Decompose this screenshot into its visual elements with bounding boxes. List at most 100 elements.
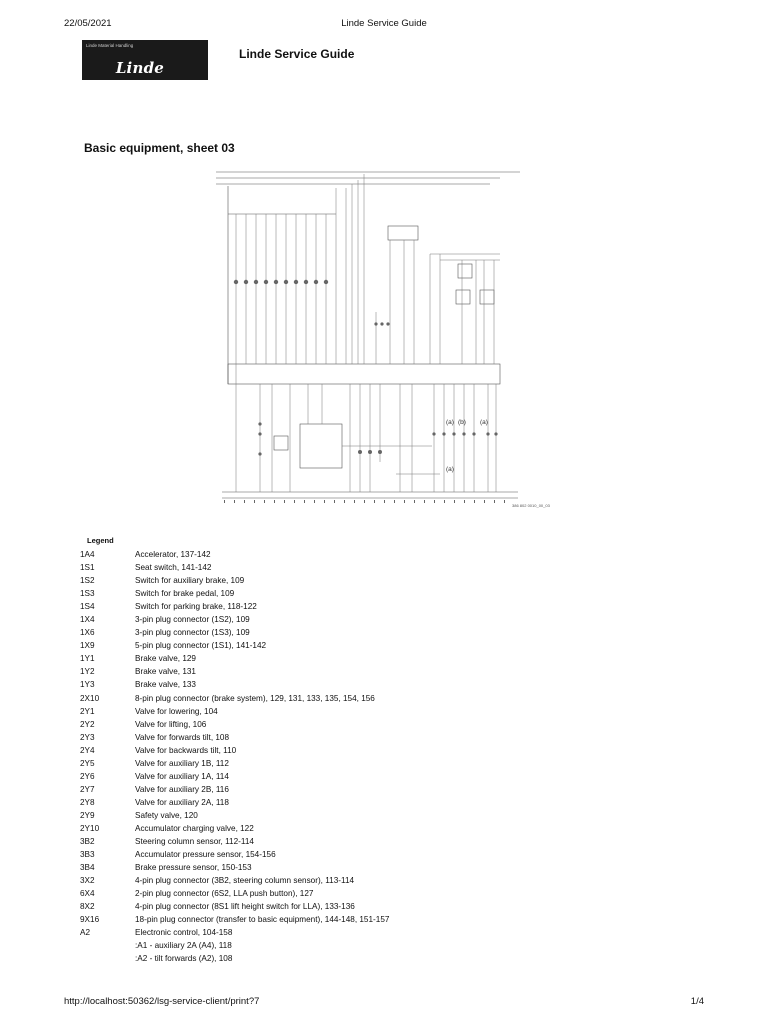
logo-subtitle: Linde Material Handling xyxy=(86,43,134,48)
legend-item: 1X4 3-pin plug connector (1S2), 109 xyxy=(80,614,600,627)
legend-description: Valve for auxiliary 1B, 112 xyxy=(135,758,229,768)
schematic-label-a3: (a) xyxy=(446,466,454,473)
legend-item: 2Y5 Valve for auxiliary 1B, 112 xyxy=(80,758,600,771)
legend-code: 9X16 xyxy=(80,915,100,925)
legend-description: Accelerator, 137-142 xyxy=(135,550,211,559)
legend-item: :A2 - tilt forwards (A2), 108 xyxy=(80,953,600,966)
legend-description: Valve for auxiliary 1A, 114 xyxy=(135,771,229,781)
legend-description: Steering column sensor, 112-114 xyxy=(135,837,254,847)
legend-code: 1Y1 xyxy=(80,654,95,664)
legend-item: 1S3 Switch for brake pedal, 109 xyxy=(80,588,600,601)
legend-description: Valve for backwards tilt, 110 xyxy=(135,745,237,755)
legend-item: 1X6 3-pin plug connector (1S3), 109 xyxy=(80,627,600,640)
legend-description: 8-pin plug connector (brake system), 129… xyxy=(135,693,375,703)
legend-code: 1Y3 xyxy=(80,680,95,690)
legend-code: 1X6 xyxy=(80,628,95,638)
legend-description: Safety valve, 120 xyxy=(135,810,198,820)
legend-code: 3B3 xyxy=(80,850,95,860)
print-footer: http://localhost:50362/lsg-service-clien… xyxy=(64,996,704,1008)
legend-item: A2 Electronic control, 104-158 xyxy=(80,927,600,940)
legend-code: 1S4 xyxy=(80,602,95,612)
legend-description: Switch for parking brake, 118-122 xyxy=(135,602,257,612)
legend-item: 2X10 8-pin plug connector (brake system),… xyxy=(80,693,600,706)
schematic-reference: 386 802 0010_00_03 xyxy=(512,503,551,508)
legend-code: 1X4 xyxy=(80,615,95,625)
legend-description: 3-pin plug connector (1S3), 109 xyxy=(135,628,250,638)
schematic-label-a1: (a) xyxy=(446,419,454,426)
legend-code: 1S1 xyxy=(80,563,95,573)
legend-description: 4-pin plug connector (8S1 lift height sw… xyxy=(135,902,355,912)
legend-code: 2Y2 xyxy=(80,719,95,729)
legend-code: 1X9 xyxy=(80,641,95,651)
wiring-diagram-icon: (a) (b) (a) (a) 386 802 0010_00_03 xyxy=(200,162,636,512)
logo-brand: Linde xyxy=(115,59,164,77)
legend-item: 2Y9 Safety valve, 120 xyxy=(80,810,600,823)
legend-code: 1A4 xyxy=(80,550,95,559)
legend-code: 2Y5 xyxy=(80,758,95,768)
legend-item: 3X2 4-pin plug connector (3B2, steering c… xyxy=(80,875,600,888)
legend-item: 3B2 Steering column sensor, 112-114 xyxy=(80,836,600,849)
legend-description: Electronic control, 104-158 xyxy=(135,928,233,938)
sheet-title: Basic equipment, sheet 03 xyxy=(84,141,235,155)
schematic-label-a2: (a) xyxy=(480,419,488,426)
print-header: 22/05/2021 Linde Service Guide xyxy=(64,18,704,30)
legend-description: Brake valve, 129 xyxy=(135,654,196,664)
legend-item: 2Y10 Accumulator charging valve, 122 xyxy=(80,823,600,836)
legend-code: 2Y7 xyxy=(80,784,95,794)
legend-item: :A1 - auxiliary 2A (A4), 118 xyxy=(80,940,600,953)
print-header-title: Linde Service Guide xyxy=(341,18,427,29)
legend-code: 6X4 xyxy=(80,889,95,899)
legend-item: 2Y4 Valve for backwards tilt, 110 xyxy=(80,745,600,758)
legend-item: 1S2 Switch for auxiliary brake, 109 xyxy=(80,575,600,588)
legend-item: 6X4 2-pin plug connector (6S2, LLA push b… xyxy=(80,888,600,901)
legend-description: 5-pin plug connector (1S1), 141-142 xyxy=(135,641,267,651)
legend-code: 2Y1 xyxy=(80,706,95,716)
legend-description: Accumulator pressure sensor, 154-156 xyxy=(135,850,276,860)
legend-description: 3-pin plug connector (1S2), 109 xyxy=(135,615,250,625)
legend-title: Legend xyxy=(87,536,114,545)
legend-description: :A1 - auxiliary 2A (A4), 118 xyxy=(135,941,232,951)
legend-item: 1Y1 Brake valve, 129 xyxy=(80,653,600,666)
legend-code xyxy=(80,953,135,966)
legend-code: 2Y9 xyxy=(80,810,95,820)
legend-description: Valve for lowering, 104 xyxy=(135,706,218,716)
print-date: 22/05/2021 xyxy=(64,18,112,29)
legend-code: 2X10 xyxy=(80,693,100,703)
legend-item: 9X16 18-pin plug connector (transfer to b… xyxy=(80,914,600,927)
legend-description: Valve for forwards tilt, 108 xyxy=(135,732,230,742)
legend-description: 2-pin plug connector (6S2, LLA push butt… xyxy=(135,889,314,899)
legend-description: 4-pin plug connector (3B2, steering colu… xyxy=(135,876,355,886)
schematic-label-b: (b) xyxy=(458,419,466,426)
legend-item: 1X9 5-pin plug connector (1S1), 141-142 xyxy=(80,640,600,653)
legend-description: Switch for auxiliary brake, 109 xyxy=(135,576,245,586)
legend-code: 1S3 xyxy=(80,589,95,599)
legend-item: 2Y1 Valve for lowering, 104 xyxy=(80,706,600,719)
legend-code xyxy=(80,940,135,953)
guide-title: Linde Service Guide xyxy=(239,47,355,61)
legend-code: 1Y2 xyxy=(80,667,95,677)
legend-description: Switch for brake pedal, 109 xyxy=(135,589,235,599)
legend-description: Brake valve, 131 xyxy=(135,667,196,677)
legend-description: Brake valve, 133 xyxy=(135,680,196,690)
legend-item: 1Y3 Brake valve, 133 xyxy=(80,679,600,692)
legend-code: 1S2 xyxy=(80,576,95,586)
legend-code: A2 xyxy=(80,928,91,938)
legend-code: 2Y10 xyxy=(80,823,100,833)
legend-code: 2Y4 xyxy=(80,745,95,755)
legend-item: 3B3 Accumulator pressure sensor, 154-156 xyxy=(80,849,600,862)
page-number: 1/4 xyxy=(690,996,704,1007)
legend-item: 1A4 Accelerator, 137-142 xyxy=(80,549,600,562)
legend-code: 3B2 xyxy=(80,837,95,847)
legend-description: 18-pin plug connector (transfer to basic… xyxy=(135,915,390,925)
legend-description: Accumulator charging valve, 122 xyxy=(135,823,254,833)
legend-code: 3X2 xyxy=(80,876,95,886)
